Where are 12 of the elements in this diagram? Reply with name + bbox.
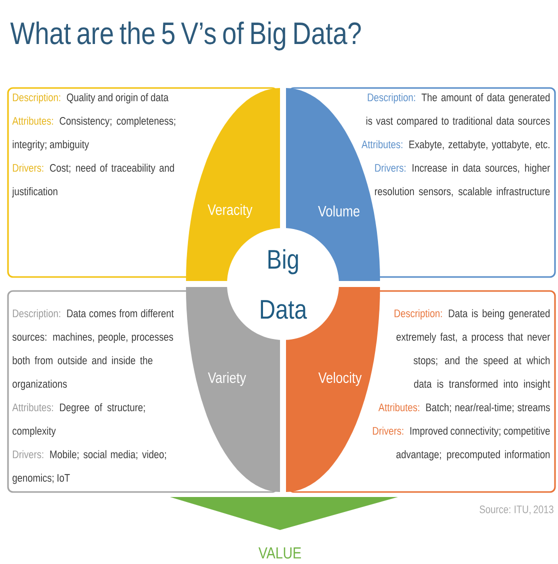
quadrant-label: Veracity — [208, 204, 252, 218]
quadrant-label: Variety — [208, 372, 246, 386]
value-chevron: VALUE — [170, 497, 398, 559]
description-text: Description: Quality and origin of data Attributes: Consistency; completeness; integrity; ambiguity Drivers: Cost; need of traceability and justification — [12, 93, 176, 198]
title: What are the 5 V’s of Big Data? — [10, 22, 361, 50]
quadrant-label: Velocity — [318, 372, 362, 386]
description-text: Description: Data comes from different sources: machines, people, processes both from outside and inside the organizations Attributes: Degree of structure; complexity Drivers: Mobile; social media; video; genomics; IoT — [12, 309, 174, 484]
source-note: Source: ITU, 2013 — [480, 505, 554, 515]
description-text: Description: Data is being generated extremely fast, a process that never stops; and the speed at which data is transformed into insight Attributes: Batch; near/real-time; streams Drivers: Improved connectivity; competitive advantage; precomputed information — [372, 309, 550, 460]
quadrant-label: Volume — [318, 206, 360, 216]
node-label: VALUE — [258, 547, 301, 559]
description-text: Description: The amount of data generated is vast compared to traditional data sources Attributes: Exabyte, zettabyte, yottabyte, etc. Drivers: Increase in data sources, higher resolution sensors, scalable infrastructure — [362, 93, 550, 197]
